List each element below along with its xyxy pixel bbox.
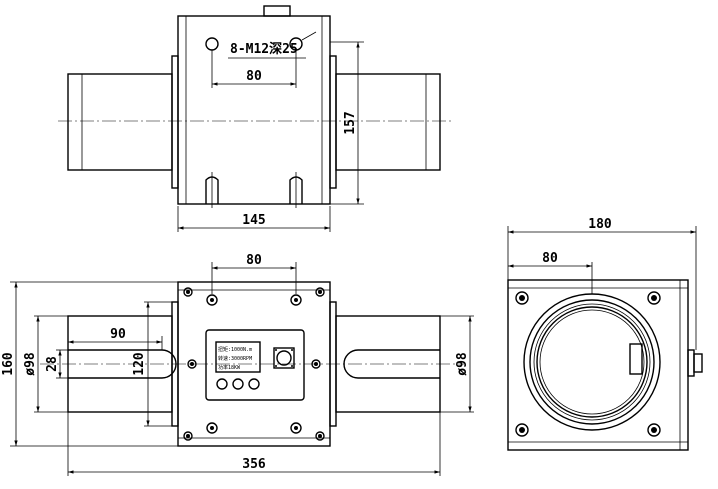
front-slot-length-label: 90	[110, 327, 126, 342]
top-view	[58, 5, 452, 232]
display-line-1: 扭矩:1000N.m	[218, 346, 252, 353]
front-shaft-dia-left-label: ø98	[23, 352, 38, 376]
front-key-width-label: 28	[45, 356, 60, 372]
top-height-label: 157	[343, 111, 358, 134]
side-overall-width-label: 180	[588, 217, 612, 232]
front-view	[10, 262, 474, 476]
thread-callout-label: 8-M12深25	[230, 41, 298, 57]
side-center-offset-label: 80	[542, 251, 558, 266]
front-overall-height-label: 160	[1, 352, 16, 376]
top-body-width-label: 145	[242, 213, 265, 228]
top-hole-spacing-label: 80	[246, 69, 262, 84]
front-shaft-dia-right-label: ø98	[455, 352, 470, 376]
display-line-2: 转速:3000RPM	[218, 355, 252, 362]
front-overall-length-label: 356	[242, 457, 266, 472]
front-flange-height-label: 120	[132, 352, 147, 376]
display-line-3: 功率18KW	[218, 364, 241, 371]
side-view	[507, 226, 703, 451]
front-hole-spacing-label: 80	[246, 253, 262, 268]
